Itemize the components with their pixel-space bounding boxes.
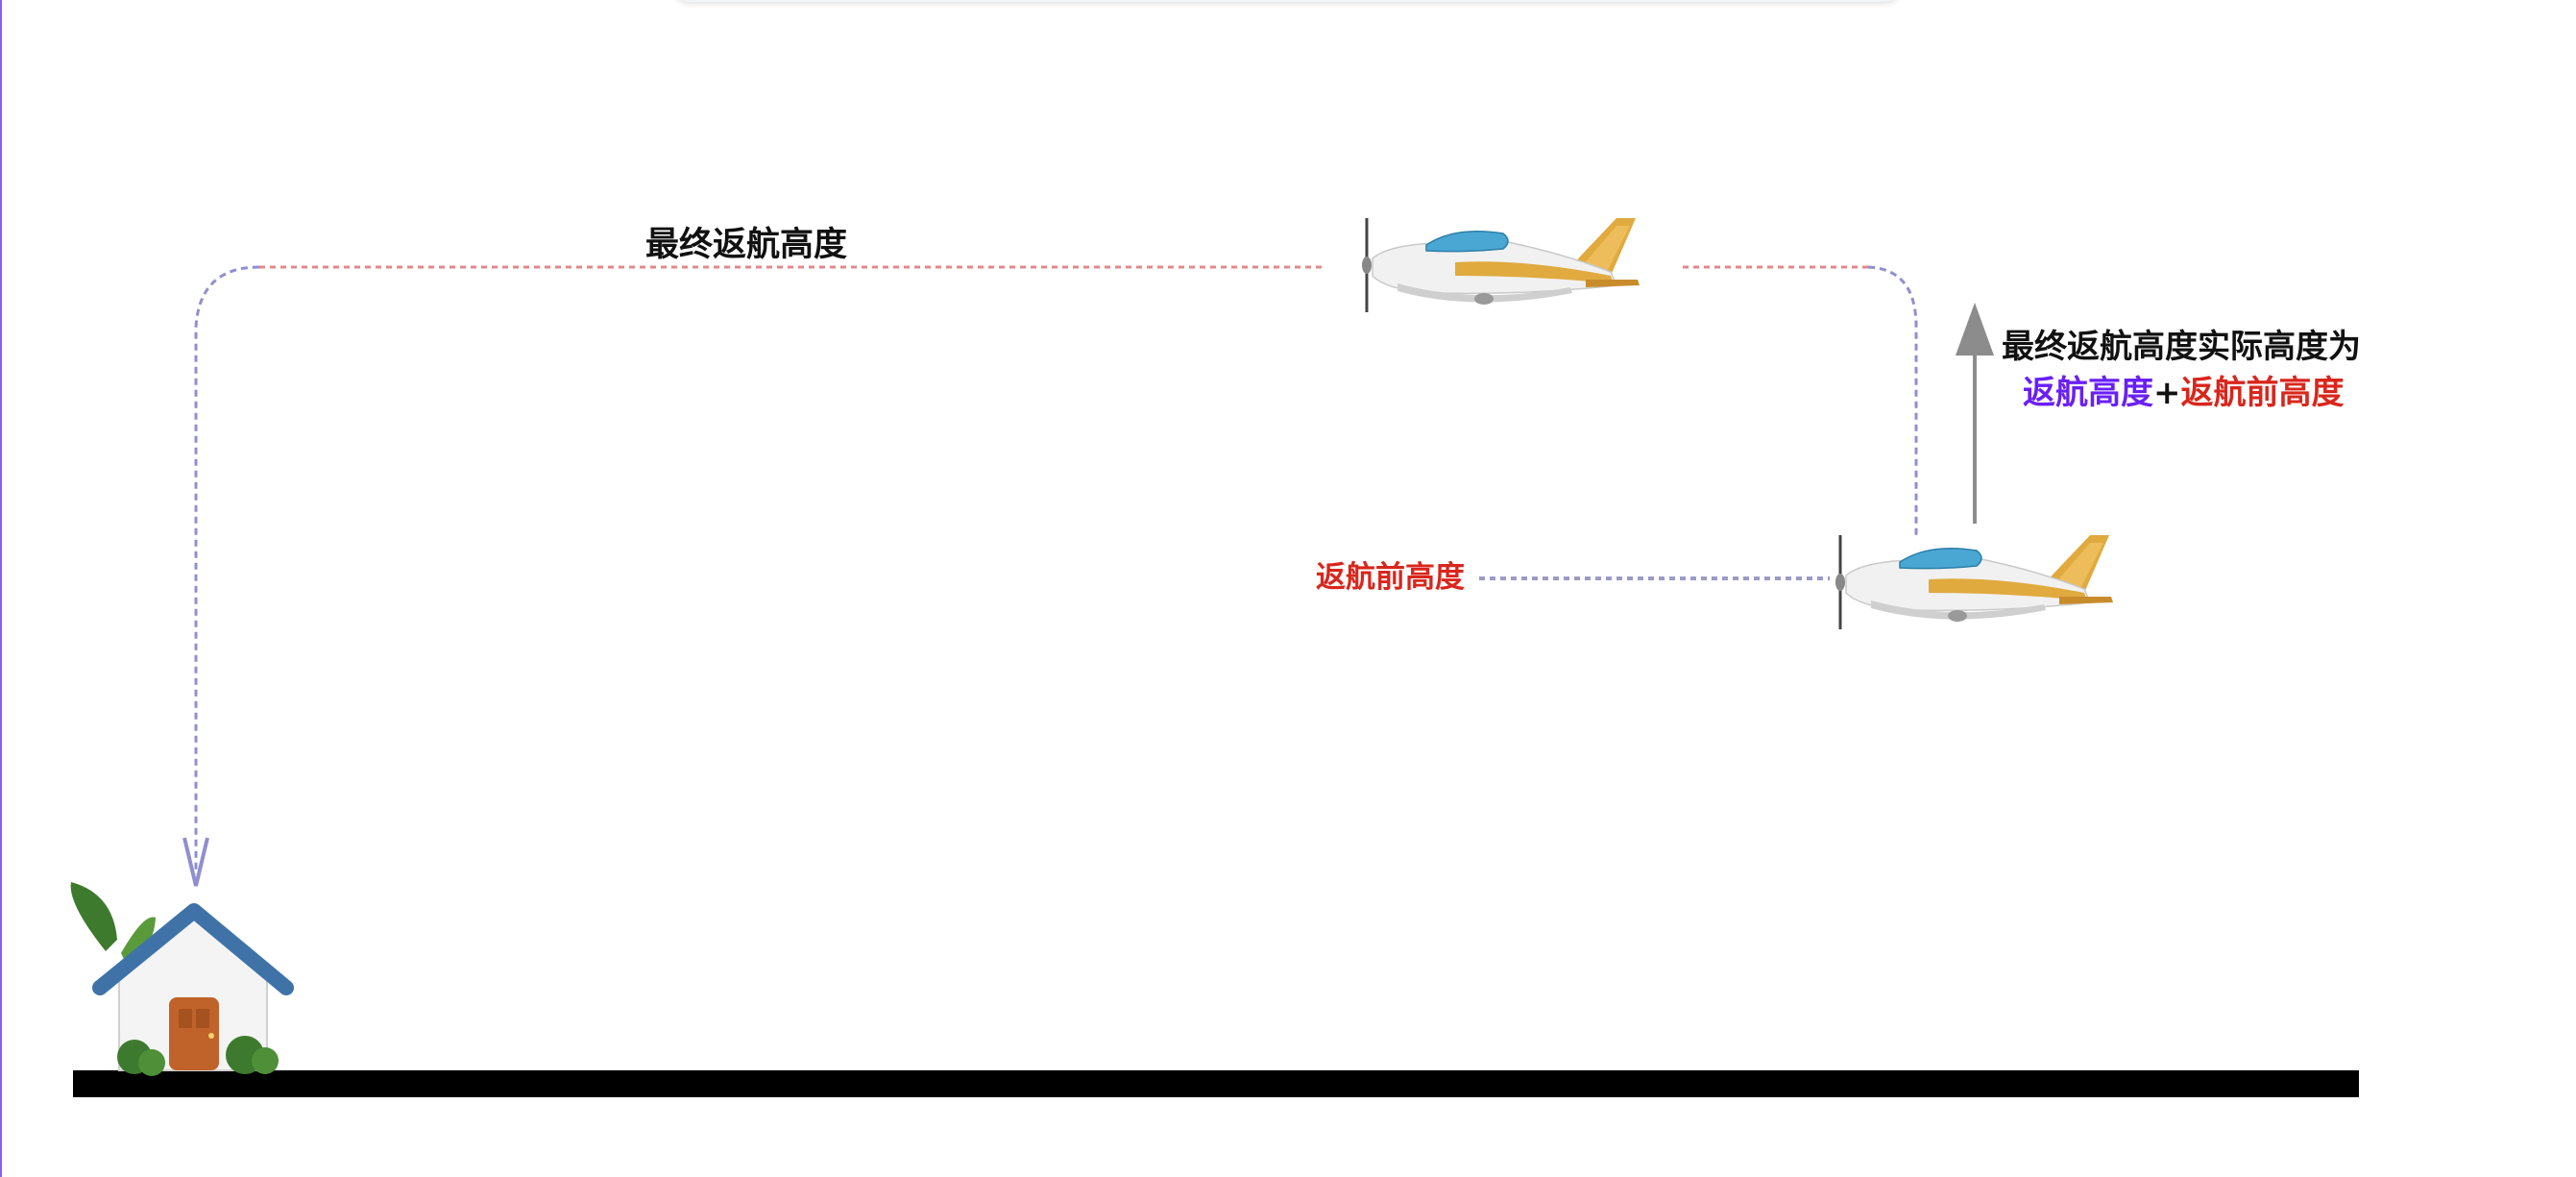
descent-path [194,265,260,874]
descent-arrowhead [182,837,209,887]
explanation-pre-return-altitude: 返航前高度 [2180,374,2345,412]
climb-path [1867,265,1918,538]
explanation-return-altitude: 返航高度 [2023,374,2153,412]
window-left-edge [0,0,2,1177]
explanation-line-2: 返航高度+返航前高度 [2023,377,2345,409]
explanation-line-1: 最终返航高度实际高度为 [2002,328,2361,366]
pre-return-altitude-label: 返航前高度 [1316,560,1465,595]
up-arrow-icon [1956,303,1994,356]
window-top-bar [672,0,1902,2]
ground-bar [73,1070,2359,1097]
airplane-icon [1834,533,2115,631]
airplane-icon [1360,216,1641,314]
final-altitude-label: 最终返航高度 [645,226,848,264]
house-icon [70,882,294,1076]
explanation-plus: + [2153,374,2181,412]
